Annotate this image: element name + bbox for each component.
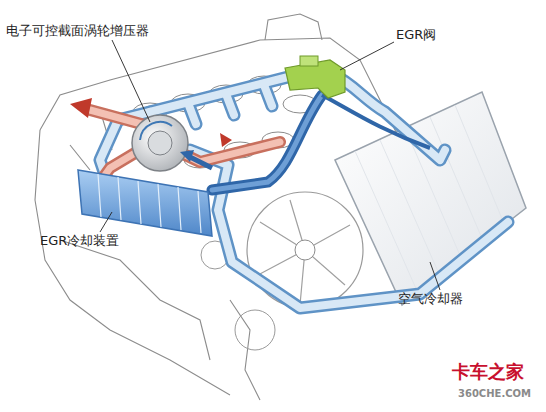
exhaust-pipe-inner: [90, 110, 145, 125]
exhaust-pipe-inner: [175, 142, 280, 162]
watermark: 卡车之家: [452, 362, 524, 383]
leader-line: [100, 212, 112, 232]
intake-arrow-head: [180, 150, 194, 162]
exhaust-pipe: [90, 110, 145, 125]
watermark: 360CHE.COM: [458, 388, 531, 400]
leader-line: [112, 40, 150, 122]
engine-outline: [60, 240, 210, 360]
leader-line: [340, 42, 394, 70]
pulley: [235, 310, 275, 350]
turbo-core: [148, 131, 172, 155]
engine-outline: [265, 14, 322, 40]
fan-hub: [295, 240, 315, 260]
exhaust-arrow: [220, 133, 232, 147]
air-cooler: [335, 92, 526, 305]
exhaust-pipe: [175, 142, 280, 162]
leader-line: [430, 262, 440, 290]
intake-pipe: [190, 150, 508, 308]
part-label: 电子可控截面涡轮增压器: [6, 24, 149, 39]
egr-cooler: [78, 170, 212, 236]
egr-valve-cap: [300, 56, 318, 66]
egr-cooler-fins: [98, 174, 201, 233]
part-label: EGR冷却装置: [40, 234, 119, 249]
turbo-flow: [140, 122, 172, 140]
egr-pipe: [322, 95, 430, 148]
intake-arrow: [188, 156, 212, 168]
turbocharger: [132, 115, 188, 171]
cooler-fins: [355, 105, 505, 293]
part-label: EGR阀: [396, 28, 436, 43]
part-label: 空气冷却器: [398, 292, 463, 307]
exhaust-arrow: [70, 98, 92, 118]
engine-outline: [35, 130, 230, 395]
intake-pipe-inner: [190, 150, 508, 308]
exhaust-tubes: [90, 110, 280, 182]
